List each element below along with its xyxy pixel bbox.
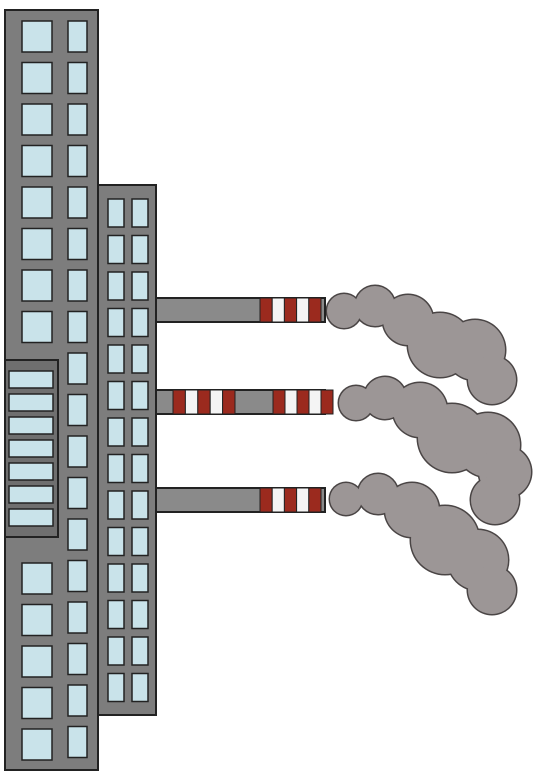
window bbox=[67, 310, 88, 344]
window bbox=[131, 198, 149, 228]
window bbox=[21, 562, 53, 595]
window bbox=[8, 370, 54, 389]
window bbox=[67, 227, 88, 261]
window bbox=[131, 490, 149, 520]
window bbox=[67, 186, 88, 219]
window bbox=[107, 636, 125, 666]
stack-stripe-red bbox=[259, 297, 273, 323]
window bbox=[107, 417, 125, 447]
window bbox=[107, 490, 125, 520]
window bbox=[67, 103, 88, 136]
stack-stripe-red bbox=[172, 389, 186, 415]
window bbox=[107, 453, 125, 484]
window bbox=[107, 271, 125, 301]
stack-stripe-white bbox=[296, 487, 310, 513]
middle-building bbox=[97, 184, 157, 716]
window bbox=[67, 476, 88, 510]
smoke-puff bbox=[468, 566, 516, 614]
stack-stripe-red bbox=[296, 389, 310, 415]
window bbox=[131, 380, 149, 411]
window bbox=[107, 344, 125, 374]
stack-stripe-red bbox=[320, 389, 334, 415]
stack-stripe-red bbox=[222, 389, 236, 415]
window bbox=[21, 310, 53, 344]
stack-stripe-white bbox=[184, 389, 199, 415]
stack-stripe-white bbox=[296, 297, 310, 323]
window bbox=[8, 439, 54, 458]
window bbox=[131, 526, 149, 557]
smoke-puff bbox=[327, 294, 361, 328]
window bbox=[67, 642, 88, 676]
window bbox=[21, 645, 53, 678]
window bbox=[8, 508, 54, 527]
window bbox=[107, 526, 125, 557]
window bbox=[67, 20, 88, 53]
window bbox=[21, 227, 53, 261]
window bbox=[67, 435, 88, 468]
window bbox=[131, 307, 149, 338]
window bbox=[107, 380, 125, 411]
window bbox=[107, 234, 125, 265]
window bbox=[131, 234, 149, 265]
window bbox=[67, 684, 88, 717]
window bbox=[21, 186, 53, 219]
stack-stripe-white bbox=[308, 389, 322, 415]
window bbox=[131, 417, 149, 447]
smoke-puff bbox=[330, 483, 362, 515]
window bbox=[67, 144, 88, 178]
window bbox=[67, 559, 88, 593]
window bbox=[107, 563, 125, 593]
window bbox=[21, 686, 53, 720]
stack-stripe-white bbox=[209, 389, 224, 415]
window bbox=[67, 352, 88, 385]
window bbox=[8, 393, 54, 412]
window bbox=[21, 603, 53, 637]
window bbox=[67, 725, 88, 759]
smoke-puff bbox=[471, 476, 519, 524]
stack-stripe-red bbox=[197, 389, 211, 415]
window bbox=[131, 344, 149, 374]
window bbox=[21, 269, 53, 302]
window bbox=[107, 672, 125, 703]
smokestacks bbox=[154, 297, 334, 513]
stack-stripe-white bbox=[271, 487, 285, 513]
middle-building-body bbox=[97, 184, 157, 716]
window bbox=[131, 599, 149, 630]
window bbox=[107, 198, 125, 228]
window bbox=[107, 307, 125, 338]
window bbox=[131, 672, 149, 703]
window bbox=[67, 393, 88, 427]
window bbox=[8, 416, 54, 435]
window bbox=[107, 599, 125, 630]
window bbox=[21, 103, 53, 136]
window bbox=[21, 728, 53, 761]
window bbox=[131, 636, 149, 666]
stack-stripe-red bbox=[283, 487, 298, 513]
window bbox=[131, 563, 149, 593]
window bbox=[67, 269, 88, 302]
stack-stripe-white bbox=[271, 297, 285, 323]
stack-stripe-red bbox=[308, 487, 322, 513]
window bbox=[8, 462, 54, 481]
smoke-clouds bbox=[325, 284, 533, 616]
window bbox=[67, 518, 88, 551]
window bbox=[131, 271, 149, 301]
stack-stripe-red bbox=[259, 487, 273, 513]
window bbox=[8, 485, 54, 504]
stack-stripe-red bbox=[272, 389, 286, 415]
window bbox=[21, 20, 53, 53]
stack-stripe-red bbox=[308, 297, 322, 323]
windows bbox=[8, 20, 149, 761]
window bbox=[67, 61, 88, 95]
stack-stripe-white bbox=[284, 389, 298, 415]
stack-stripe-red bbox=[283, 297, 298, 323]
smoke-puff bbox=[468, 356, 516, 404]
window bbox=[131, 453, 149, 484]
window bbox=[21, 61, 53, 95]
window bbox=[21, 144, 53, 178]
window bbox=[67, 601, 88, 634]
